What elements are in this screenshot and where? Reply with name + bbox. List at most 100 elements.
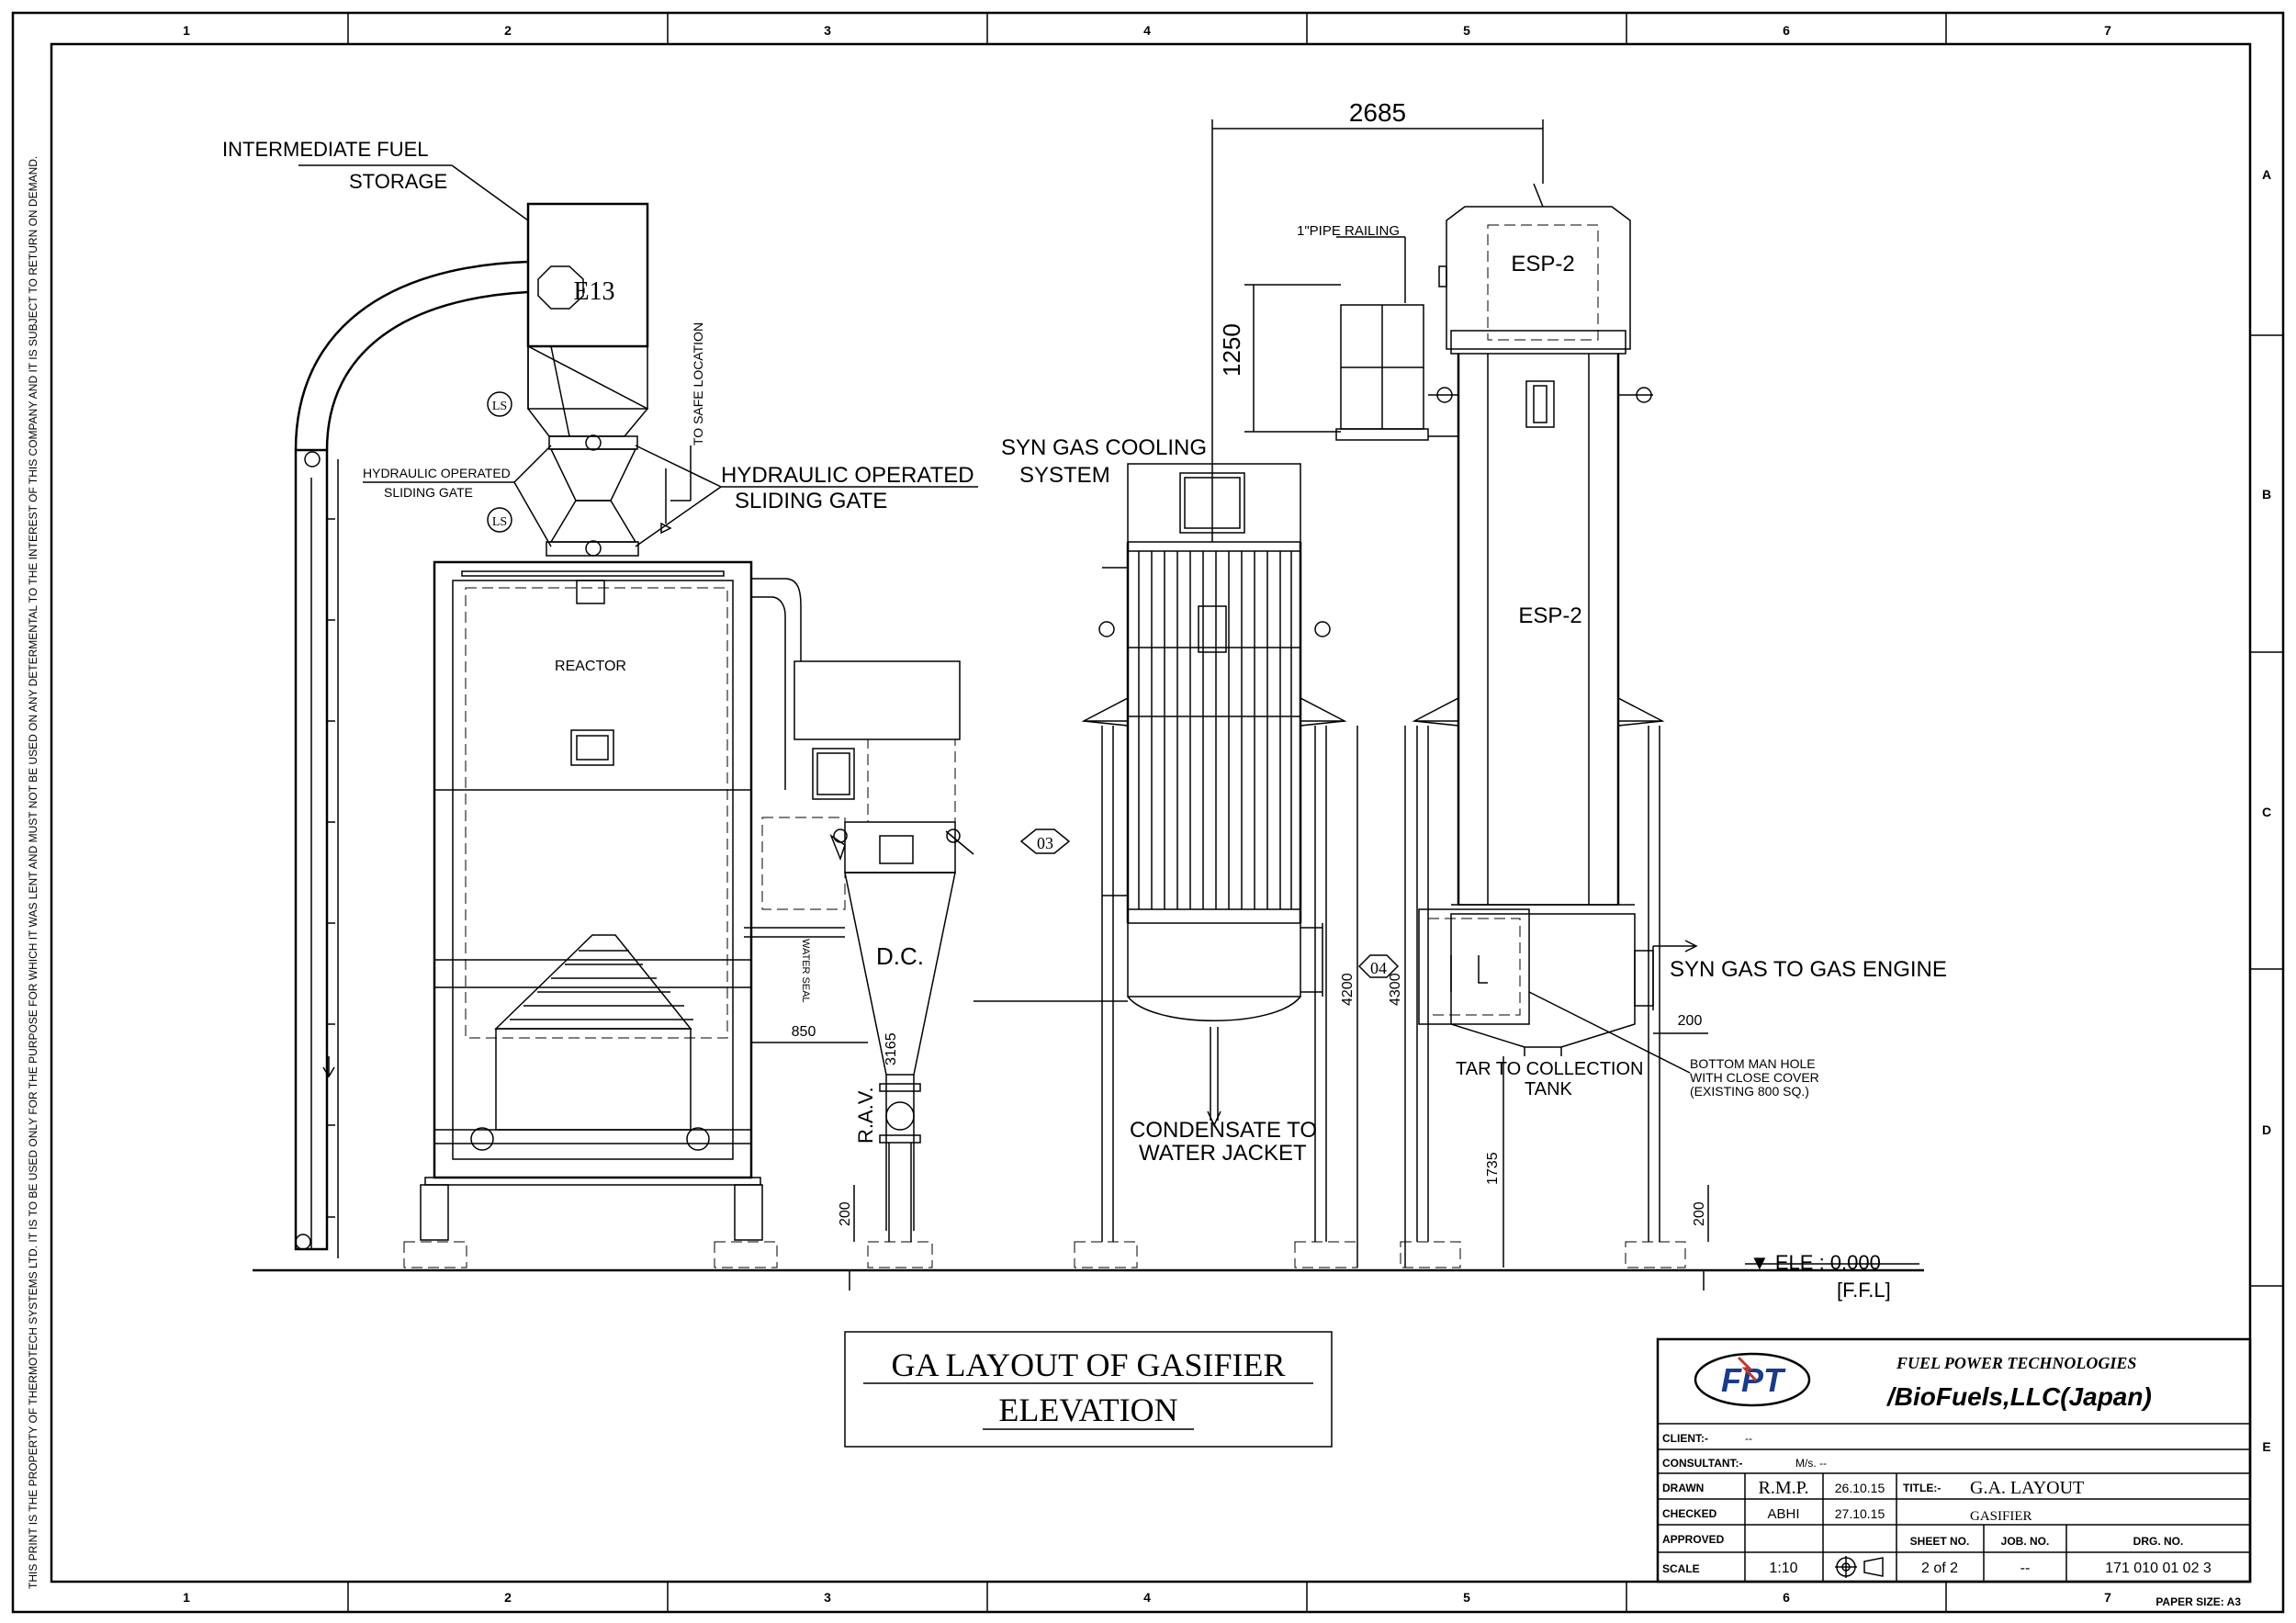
tar-label-1: TAR TO COLLECTION [1456, 1059, 1643, 1079]
reactor-outlet-pipe: WATER SEAL [744, 578, 961, 1003]
safe-location-label: TO SAFE LOCATION [691, 322, 705, 445]
consultant-value: M/s. -- [1795, 1457, 1827, 1470]
zone-labels: 1 2 3 4 5 6 7 1 2 3 4 5 6 7 A B C D E [183, 23, 2271, 1605]
zone-col-4-bottom: 4 [1143, 1590, 1151, 1605]
tar-label-2: TANK [1525, 1079, 1573, 1099]
drawing-title: GA LAYOUT OF GASIFIER ELEVATION [844, 1331, 1333, 1448]
manhole-label-1: BOTTOM MAN HOLE [1690, 1056, 1816, 1071]
ls-tag-upper: LS [492, 400, 507, 413]
ffl-label: [F.F.L] [1837, 1279, 1891, 1302]
zone-row-a: A [2262, 167, 2271, 182]
checked-date: 27.10.15 [1835, 1506, 1885, 1521]
manhole-label-2: WITH CLOSE COVER [1690, 1070, 1819, 1085]
syn-cooling-label-1: SYN GAS COOLING [1001, 435, 1207, 460]
intermediate-fuel-storage: E13 LS LS [487, 202, 672, 557]
dim-4300: 4300 [1388, 973, 1403, 1006]
tag-03-label: 03 [1037, 834, 1053, 852]
tag-04-label: 04 [1370, 959, 1387, 977]
zone-col-2-bottom: 2 [504, 1590, 512, 1605]
esp2-top-label: ESP-2 [1511, 252, 1574, 276]
drawn-by: R.M.P. [1758, 1478, 1808, 1498]
consultant-label: CONSULTANT:- [1662, 1457, 1743, 1470]
zone-col-3-bottom: 3 [824, 1590, 831, 1605]
syn-gas-cooling-system: SYN GAS COOLING SYSTEM CONDENSATE TO WAT… [974, 435, 1358, 1268]
property-side-note: THIS PRINT IS THE PROPERTY OF THERMOTECH… [27, 156, 39, 1589]
dim-1250: 1250 [1218, 323, 1245, 377]
pipe-railing-label: 1"PIPE RAILING [1297, 223, 1400, 239]
rav-label: R.A.V. [854, 1087, 877, 1144]
dim-200-nozzle: 200 [1678, 1013, 1703, 1029]
zone-row-d: D [2262, 1122, 2271, 1137]
reactor-label: REACTOR [555, 659, 626, 674]
drg-label: DRG. NO. [2133, 1535, 2184, 1548]
hyd-gate-small-label-1: HYDRAULIC OPERATED [363, 466, 511, 480]
condensate-label-1: CONDENSATE TO [1130, 1118, 1317, 1143]
zone-col-7-bottom: 7 [2104, 1590, 2111, 1605]
esp2-mid-label: ESP-2 [1518, 603, 1581, 628]
e13-tag: E13 [573, 277, 614, 306]
dim-200-esp: 200 [1692, 1201, 1707, 1226]
syn-cooling-label-2: SYSTEM [1019, 463, 1110, 488]
hyd-gate-big-label-2: SLIDING GATE [735, 489, 887, 513]
zone-col-5-bottom: 5 [1463, 1590, 1470, 1605]
checked-by: ABHI [1767, 1506, 1799, 1522]
dim-200-rav: 200 [838, 1201, 853, 1226]
zone-row-b: B [2262, 487, 2271, 502]
title-value-1: G.A. LAYOUT [1970, 1478, 2084, 1498]
hyd-gate-small-label-2: SLIDING GATE [384, 485, 473, 500]
dim-4200: 4200 [1340, 973, 1356, 1006]
job-label: JOB. NO. [2001, 1535, 2050, 1548]
dim-3165: 3165 [884, 1032, 899, 1065]
title-label: TITLE:- [1903, 1482, 1941, 1494]
zone-col-5-top: 5 [1463, 23, 1470, 38]
sheet-label: SHEET NO. [1910, 1535, 1970, 1548]
drawn-date: 26.10.15 [1835, 1481, 1885, 1495]
ground-line [253, 1263, 1924, 1291]
dim-850: 850 [792, 1024, 816, 1040]
intermediate-fuel-label-1: INTERMEDIATE FUEL [222, 138, 429, 161]
ls-tag-lower: LS [492, 515, 507, 529]
client-label: CLIENT:- [1662, 1432, 1708, 1445]
dc-label: D.C. [876, 942, 924, 970]
dim-2685: 2685 [1349, 98, 1406, 127]
zone-col-1-bottom: 1 [183, 1590, 190, 1605]
dimension-lines: 2685 1250 850 3165 200 4200 4300 1735 20… [751, 98, 1709, 1268]
hyd-gate-big-label-1: HYDRAULIC OPERATED [721, 463, 974, 488]
zone-col-1-top: 1 [183, 23, 190, 38]
company-name-1: FUEL POWER TECHNOLOGIES [1896, 1354, 2136, 1372]
tag-03: 03 [1019, 828, 1071, 854]
projection-symbol-icon [1835, 1556, 1884, 1578]
zone-col-7-top: 7 [2104, 23, 2111, 38]
zone-col-6-top: 6 [1783, 23, 1790, 38]
water-seal-label: WATER SEAL [800, 939, 811, 1003]
paper-size-label: PAPER SIZE: A3 [2155, 1595, 2241, 1608]
zone-row-e: E [2262, 1439, 2270, 1454]
syn-gas-engine-label: SYN GAS TO GAS ENGINE [1670, 957, 1947, 982]
zone-col-3-top: 3 [824, 23, 831, 38]
drawn-label: DRAWN [1662, 1482, 1704, 1494]
drg-value: 171 010 01 02 3 [2105, 1561, 2212, 1576]
pipe-railing: 1"PIPE RAILING [1297, 223, 1458, 441]
manhole-label-3: (EXISTING 800 SQ.) [1690, 1084, 1809, 1099]
intermediate-fuel-label-2: STORAGE [349, 170, 447, 193]
sheet-value: 2 of 2 [1921, 1561, 1958, 1576]
scale-label: SCALE [1662, 1562, 1700, 1575]
tag-04: 04 [1357, 954, 1400, 978]
drawing-title-line-1: GA LAYOUT OF GASIFIER [891, 1347, 1285, 1383]
checked-label: CHECKED [1662, 1507, 1717, 1520]
esp-2: ESP-2 ESP-2 [1400, 183, 1698, 1268]
dry-cyclone: D.C. R.A.V. [829, 738, 974, 1268]
zone-row-c: C [2262, 805, 2271, 819]
scale-value: 1:10 [1769, 1561, 1797, 1576]
fuel-conveyor [294, 260, 529, 1258]
drawing-title-line-2: ELEVATION [998, 1392, 1177, 1428]
elevation-label: ▼ ELE : 0.000 [1750, 1251, 1881, 1274]
zone-col-2-top: 2 [504, 23, 512, 38]
zone-col-4-top: 4 [1143, 23, 1151, 38]
condensate-label-2: WATER JACKET [1139, 1141, 1307, 1166]
callouts: INTERMEDIATE FUEL STORAGE HYDRAULIC OPER… [222, 138, 1947, 1302]
title-block: FPT FUEL POWER TECHNOLOGIES /BioFuels,LL… [1656, 1337, 2252, 1584]
zone-col-6-bottom: 6 [1783, 1590, 1790, 1605]
approved-label: APPROVED [1662, 1533, 1725, 1546]
